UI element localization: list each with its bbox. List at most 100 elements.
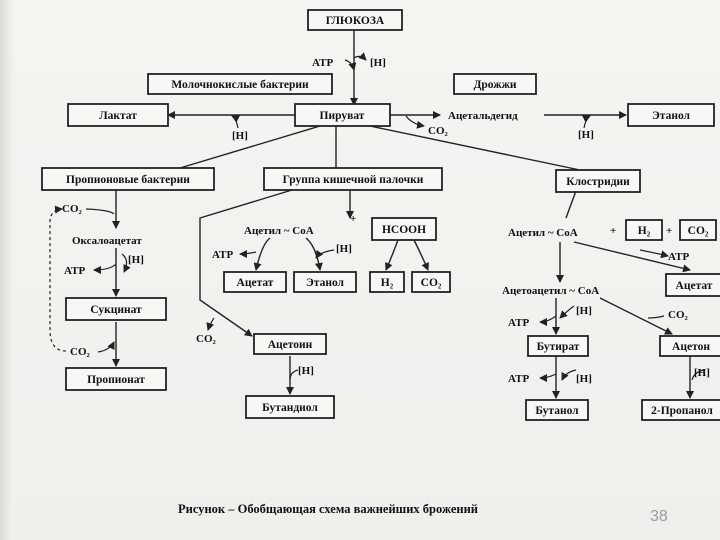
hcooh-label: НСООН xyxy=(382,224,426,236)
acetyl-coa-mid-label: Ацетил ~ CoA xyxy=(244,225,314,237)
atp-glucose: ATP xyxy=(312,57,333,69)
arrow-atp-right xyxy=(639,249,669,259)
h-propanol-label: [H] xyxy=(694,367,710,379)
arrow-h-lactate xyxy=(231,115,241,129)
box-propanol xyxy=(641,399,720,421)
plus-right-2: + xyxy=(666,225,672,237)
h-lactate-label: [H] xyxy=(232,130,248,142)
acetoin-label: Ацетоин xyxy=(268,339,313,351)
acetaldehyde-label: Ацетальдегид xyxy=(448,110,518,122)
box-hcooh xyxy=(371,217,437,241)
arrow-atp-butanol xyxy=(539,373,557,382)
box-ethanol-mid xyxy=(293,271,357,293)
co2-acetaldehyde-label: CO₂ xyxy=(428,125,449,137)
box-co2-mid xyxy=(411,271,451,293)
arrow-h-oxaloacetate xyxy=(121,253,131,273)
h-acetone xyxy=(691,369,705,381)
propionate-label: Пропионат xyxy=(87,374,145,386)
co2-propionic-top: CO₂ xyxy=(62,203,83,215)
arrow-acetylcoa-acetate-right xyxy=(573,241,691,273)
pyruvate-label: Пируват xyxy=(320,110,365,122)
yeast-label: Дрожжи xyxy=(473,79,516,91)
arrow-atp-acetate xyxy=(239,249,257,258)
co2-into-propionic xyxy=(85,208,115,215)
ethanol-top-label: Этанол xyxy=(652,110,691,122)
arrow-atp-butyrate xyxy=(539,315,557,326)
acetate-right-label: Ацетат xyxy=(676,280,713,292)
arrow-acetylcoa-acetate xyxy=(253,237,271,271)
co2-acetone xyxy=(647,315,665,319)
butanediol-label: Бутандиол xyxy=(262,402,318,414)
box-h2-mid xyxy=(369,271,405,293)
arrow-h-ethanol xyxy=(581,115,591,129)
atp-acetate-right: ATP xyxy=(668,251,689,263)
box-succinate xyxy=(65,297,167,321)
box-co2-right xyxy=(679,219,717,241)
co2-mid-label: CO₂ xyxy=(421,277,442,289)
acetyl-coa-right-label: Ацетил ~ CoA xyxy=(508,227,578,239)
box-butyrate xyxy=(527,335,589,357)
h-acetoin-label: [H] xyxy=(298,365,314,377)
butyrate-label: Бутират xyxy=(537,341,580,353)
arrow-acetoacetyl-acetone xyxy=(599,297,673,335)
h2-right-label: H₂ xyxy=(638,225,651,237)
box-glucose xyxy=(307,9,403,31)
arrow-h-out xyxy=(353,52,367,61)
plus-right-1: + xyxy=(610,225,616,237)
arrow-atp-in xyxy=(344,59,357,71)
h-glucose: [H] xyxy=(370,57,386,69)
line-pyruvate-propionic xyxy=(179,125,321,169)
arrow-atp-oxaloacetate xyxy=(93,263,117,274)
ecoli-group-label: Группа кишечной палочки xyxy=(283,174,424,186)
h-butyrate-label: [H] xyxy=(576,305,592,317)
h2-mid-label: H₂ xyxy=(381,277,394,289)
arrow-co2-acetoin xyxy=(206,317,215,331)
box-lactate xyxy=(67,103,169,127)
box-acetone xyxy=(659,335,720,357)
box-butanol xyxy=(525,399,589,421)
box-propionic-bacteria xyxy=(41,167,215,191)
co2-propionic-bottom: CO₂ xyxy=(70,346,91,358)
page-edge-shadow xyxy=(0,0,14,540)
node-labels: ГЛЮКОЗА Молочнокислые бактерии Дрожжи Ла… xyxy=(66,15,713,417)
atp-acetate-mid: ATP xyxy=(212,249,233,261)
dashed-co2-recycle xyxy=(49,205,67,352)
plus-mid: + xyxy=(350,213,356,225)
atp-propionic: ATP xyxy=(64,265,85,277)
h-ethanol-mid-label: [H] xyxy=(336,243,352,255)
box-ecoli-group xyxy=(263,167,443,191)
co2-acetone-label: CO₂ xyxy=(668,309,689,321)
node-boxes xyxy=(41,9,720,421)
box-h2-right xyxy=(625,219,663,241)
h-acetoin xyxy=(289,369,299,381)
page-number: 38 xyxy=(650,508,668,525)
lactic-bacteria-label: Молочнокислые бактерии xyxy=(171,79,309,91)
oxaloacetate-label: Оксалоацетат xyxy=(72,235,142,247)
box-pyruvate xyxy=(294,103,391,127)
arrow-co2-succinate xyxy=(97,341,115,353)
glucose-label: ГЛЮКОЗА xyxy=(326,15,385,27)
figure-caption: Рисунок – Обобщающая схема важнейших бро… xyxy=(178,502,478,516)
h-propionic: [H] xyxy=(128,254,144,266)
box-clostridia xyxy=(555,169,641,193)
succinate-label: Сукцинат xyxy=(90,304,142,316)
lactate-label: Лактат xyxy=(99,110,137,122)
arrow-hcooh-h2 xyxy=(385,239,399,271)
arrow-h-ethanol-mid xyxy=(315,249,335,259)
h-ethanol-label: [H] xyxy=(578,129,594,141)
box-acetoin xyxy=(253,333,327,355)
box-propionate xyxy=(65,367,167,391)
arrow-h-butanol xyxy=(561,369,577,381)
atp-butanol: ATP xyxy=(508,373,529,385)
atp-butyrate: ATP xyxy=(508,317,529,329)
box-ethanol-top xyxy=(627,103,715,127)
box-yeast xyxy=(453,73,537,95)
co2-right-label: CO₂ xyxy=(688,225,709,237)
line-pyruvate-clostridia xyxy=(369,125,581,171)
reaction-labels: ATP [H] [H] CO₂ [H] CO₂ ATP [H] CO₂ + AT… xyxy=(62,57,710,385)
arrow-hcooh-co2 xyxy=(413,239,429,271)
propanol-label: 2-Пропанол xyxy=(651,405,713,417)
